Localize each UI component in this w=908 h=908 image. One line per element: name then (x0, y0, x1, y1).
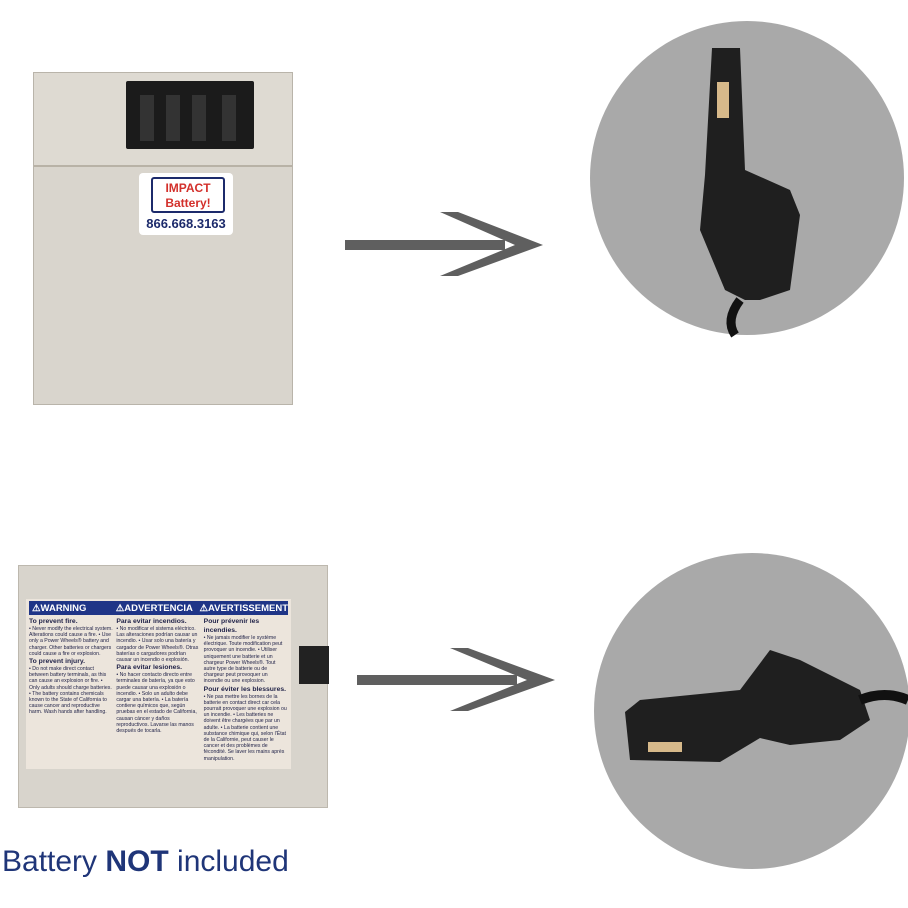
warning-column-fr: Pour prévenir les incendies. • Ne jamais… (204, 617, 288, 762)
warning-label: ⚠WARNING ⚠ADVERTENCIA ⚠AVERTISSEMENT To … (26, 599, 291, 769)
caption-suffix: included (168, 845, 289, 878)
warning-subheading: To prevent injury. (29, 658, 86, 666)
battery-slot (299, 646, 329, 684)
warning-text: • Ne jamais modifier le système électriq… (203, 635, 283, 685)
plug-connector-vertical-icon (700, 48, 800, 338)
arrow-right-icon (357, 648, 555, 711)
brand-line2: Battery! (165, 196, 211, 210)
warning-header-bar: ⚠WARNING ⚠ADVERTENCIA ⚠AVERTISSEMENT (29, 601, 288, 615)
battery-top-view: IMPACT Battery! 866.668.3163 (33, 72, 293, 405)
battery-not-included-caption: Battery NOT included (2, 845, 289, 879)
brand-line1: IMPACT (165, 181, 211, 195)
caption-emphasis: NOT (105, 845, 169, 878)
warning-column-es: Para evitar incendios. • No modificar el… (116, 617, 200, 762)
warning-subheading: Pour éviter les blessures. (203, 685, 287, 693)
arrow-right-icon (345, 212, 543, 276)
warning-header: ⚠ADVERTENCIA (115, 602, 193, 614)
warning-subheading: Para evitar incendios. (116, 618, 187, 625)
battery-connector (126, 81, 254, 149)
warning-header: ⚠AVERTISSEMENT (199, 602, 289, 614)
warning-column-en: To prevent fire. • Never modify the elec… (29, 617, 113, 762)
warning-text: • No modificar el sistema eléctrico. Las… (116, 626, 199, 664)
sticker-phone: 866.668.3163 (146, 216, 226, 231)
warning-header: ⚠WARNING (32, 602, 87, 614)
warning-text: • No hacer contacto directo entre termin… (116, 672, 197, 735)
plug-connector-horizontal-icon (625, 650, 908, 762)
warning-subheading: Para evitar lesiones. (116, 664, 183, 672)
warning-text: • Never modify the electrical system. Al… (29, 626, 113, 657)
warning-subheading: Pour prévenir les incendies. (203, 618, 260, 634)
impact-battery-sticker: IMPACT Battery! 866.668.3163 (139, 173, 233, 235)
battery-bottom-view: ⚠WARNING ⚠ADVERTENCIA ⚠AVERTISSEMENT To … (18, 565, 329, 808)
warning-text: • Ne pas mettre les bornes de la batteri… (203, 693, 287, 762)
caption-prefix: Battery (2, 845, 106, 878)
warning-subheading: To prevent fire. (29, 618, 78, 625)
sticker-brand: IMPACT Battery! (151, 177, 225, 213)
warning-text: • Do not make direct contact between bat… (29, 666, 112, 716)
